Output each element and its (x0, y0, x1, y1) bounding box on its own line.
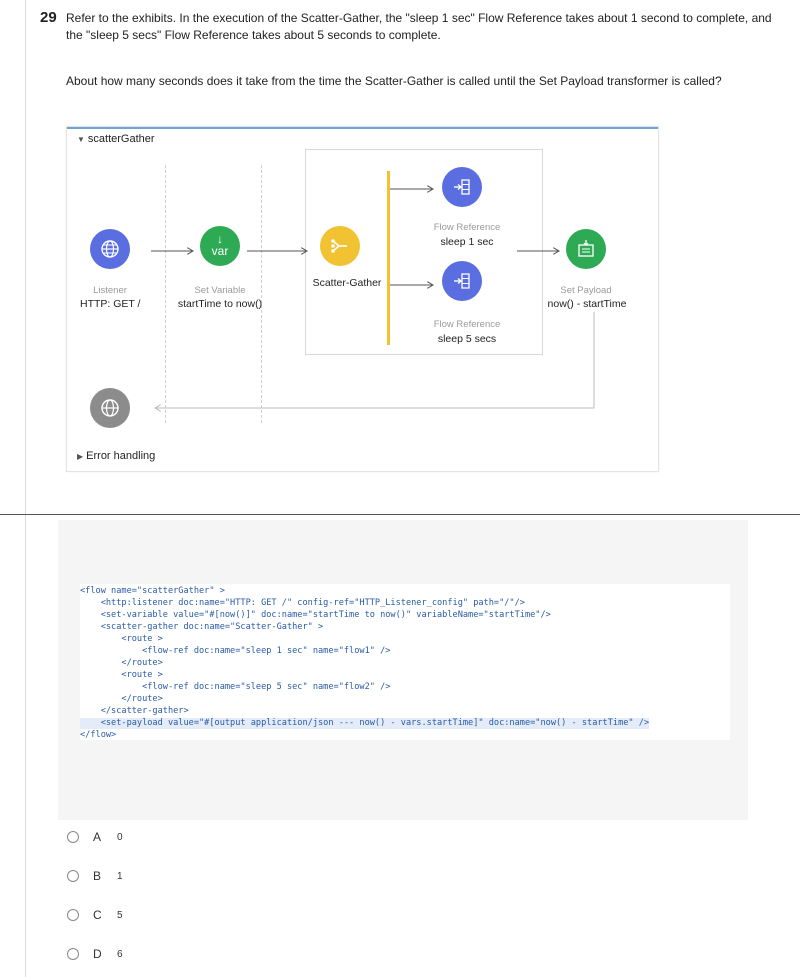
option-value: 5 (117, 909, 123, 921)
radio-button[interactable] (67, 870, 79, 882)
flow-title-label: scatterGather (87, 133, 155, 145)
code-line: <set-payload value="#[output application… (80, 718, 650, 729)
option-b[interactable]: B 1 (67, 866, 123, 886)
code-line: </scatter-gather> (80, 706, 189, 716)
option-value: 1 (117, 870, 123, 882)
option-value: 0 (117, 831, 123, 843)
option-a[interactable]: A 0 (67, 827, 123, 847)
flow-ref-2-icon[interactable] (442, 261, 482, 301)
question-text: Refer to the exhibits. In the execution … (66, 11, 772, 42)
code-line: <scatter-gather doc:name="Scatter-Gather… (80, 622, 324, 632)
radio-button[interactable] (67, 909, 79, 921)
collapse-triangle-icon[interactable]: ▼ (77, 135, 85, 144)
globe-icon (101, 240, 119, 258)
flow-ref-1-type: Flow Reference (433, 222, 501, 233)
xml-code-block: <flow name="scatterGather" > <http:liste… (80, 584, 730, 740)
option-c[interactable]: C 5 (67, 905, 123, 925)
code-line: </route> (80, 694, 163, 704)
error-handling-label: Error handling (86, 450, 156, 462)
option-value: 6 (117, 948, 123, 960)
option-d[interactable]: D 6 (67, 944, 123, 964)
return-line (155, 312, 595, 408)
option-letter: A (93, 830, 102, 844)
set-variable-name: startTime to now() (177, 298, 263, 310)
error-handling-toggle[interactable]: ▶Error handling (77, 450, 155, 462)
code-line: </route> (80, 658, 163, 668)
code-line: </flow> (80, 730, 117, 740)
radio-button[interactable] (67, 831, 79, 843)
flow-connectors (151, 127, 595, 471)
flow-ref-1-name: sleep 1 sec (440, 236, 494, 248)
flow-ref-1-icon[interactable] (442, 167, 482, 207)
error-source-globe-icon (90, 388, 130, 428)
globe-icon (101, 399, 119, 417)
option-letter: B (93, 869, 102, 883)
flow-ref-2-type: Flow Reference (433, 319, 501, 330)
code-line: <http:listener doc:name="HTTP: GET /" co… (80, 598, 525, 608)
listener-globe-icon[interactable] (90, 229, 130, 269)
code-line: <route > (80, 670, 163, 680)
scatter-gather-name: Scatter-Gather (312, 277, 382, 289)
divider-dashed-1 (165, 165, 166, 423)
set-payload-icon[interactable] (566, 229, 606, 269)
flow-diagram-exhibit: ▼scatterGather Listener HTTP: GET / ↓ va… (66, 126, 659, 472)
scatter-gather-bar (387, 171, 390, 345)
flow-reference-icon (454, 179, 470, 195)
set-variable-icon[interactable]: ↓ var (200, 226, 240, 266)
question-ask: About how many seconds does it take from… (66, 74, 722, 88)
code-line: <flow-ref doc:name="sleep 5 sec" name="f… (80, 682, 391, 692)
flow-reference-icon (454, 273, 470, 289)
code-line: <flow-ref doc:name="sleep 1 sec" name="f… (80, 646, 391, 656)
listener-name: HTTP: GET / (80, 298, 141, 310)
set-variable-type: Set Variable (194, 285, 246, 296)
question-number: 29 (40, 9, 57, 26)
scatter-gather-icon[interactable] (320, 226, 360, 266)
flow-title[interactable]: ▼scatterGather (77, 133, 155, 145)
left-margin-line (25, 0, 26, 977)
option-letter: D (93, 947, 102, 961)
payload-icon (578, 240, 594, 257)
option-letter: C (93, 908, 102, 922)
code-line: <flow name="scatterGather" > (80, 586, 225, 596)
expand-triangle-icon[interactable]: ▶ (77, 452, 84, 461)
flow-ref-2-name: sleep 5 secs (437, 333, 497, 345)
down-arrow-icon: ↓ (217, 232, 223, 246)
listener-type: Listener (93, 285, 127, 296)
panel-top-border (67, 127, 658, 129)
divider-dashed-2 (261, 165, 262, 423)
code-line: <route > (80, 634, 163, 644)
code-line: <set-variable value="#[now()]" doc:name=… (80, 610, 551, 620)
section-divider (0, 514, 800, 515)
radio-button[interactable] (67, 948, 79, 960)
set-payload-type: Set Payload (560, 285, 612, 296)
var-icon-text: var (211, 244, 229, 258)
split-icon (331, 239, 347, 253)
set-payload-name: now() - startTime (547, 298, 627, 310)
